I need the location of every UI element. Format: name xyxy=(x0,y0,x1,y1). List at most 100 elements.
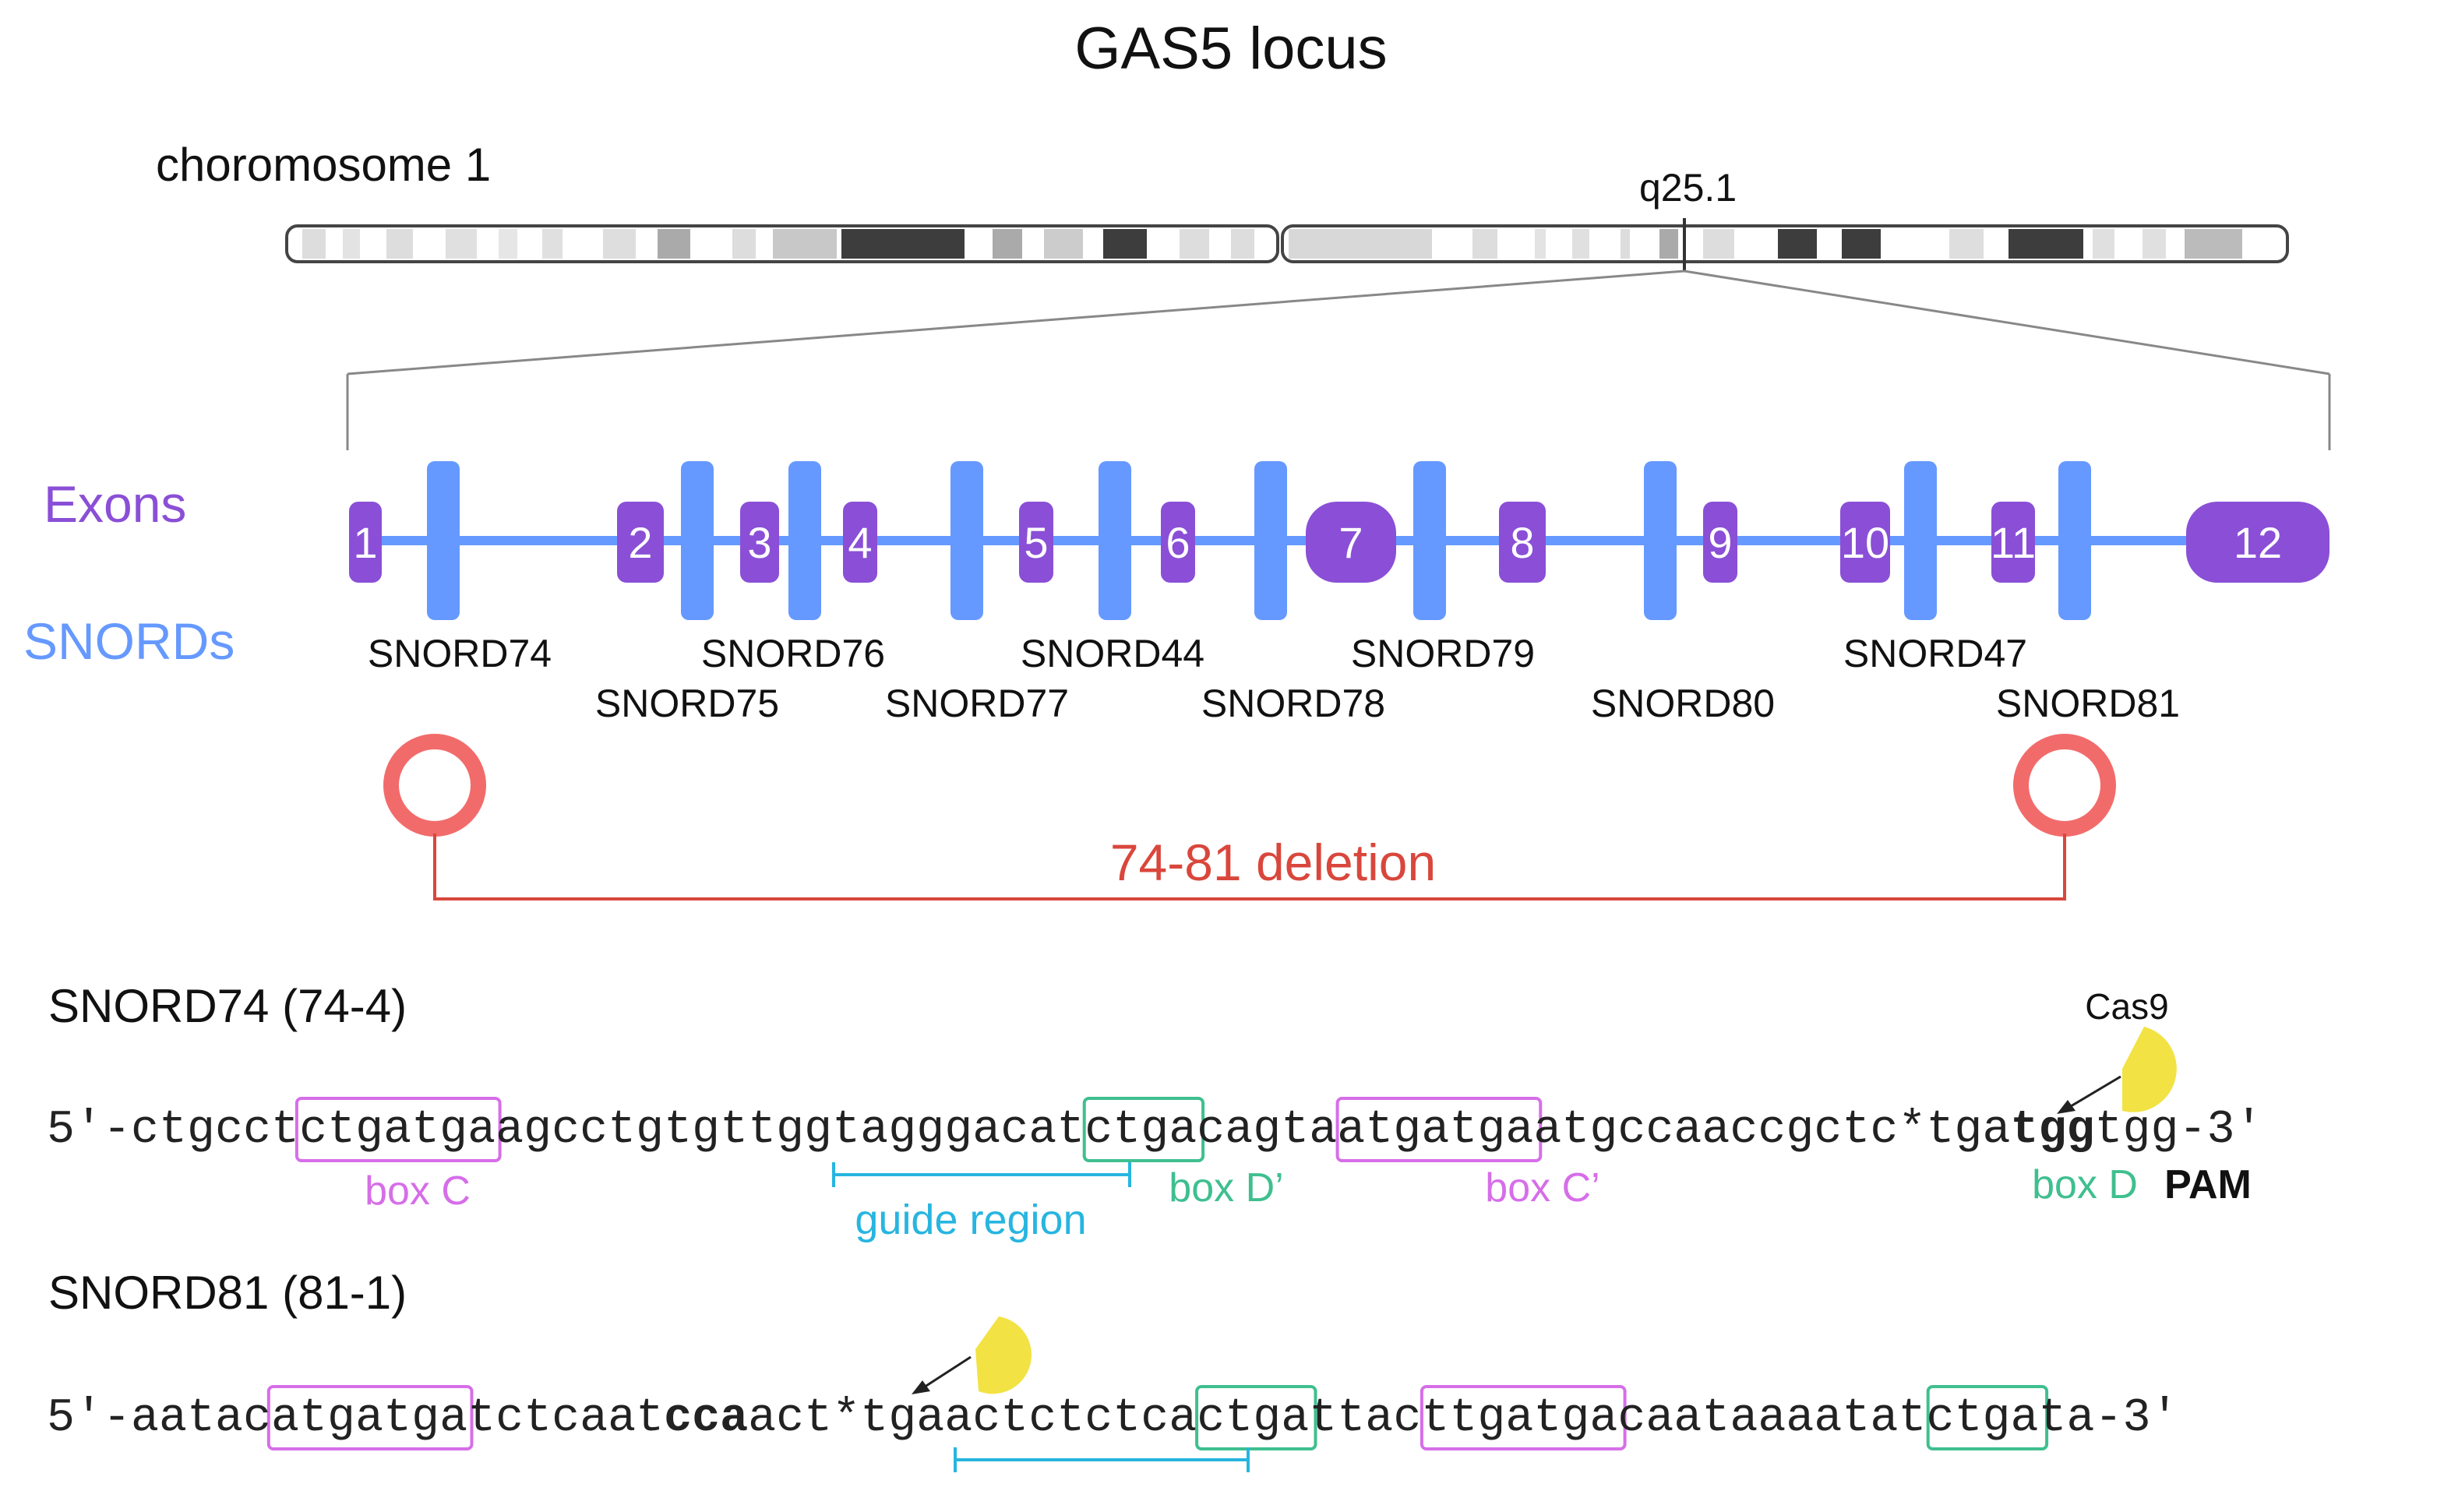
exon-number-9: 9 xyxy=(1708,518,1732,567)
snord-bar-snord81 xyxy=(2058,461,2091,620)
sequence-segment: ttac xyxy=(1309,1392,1421,1445)
sequence-segment: 5'-ctgcct xyxy=(47,1104,299,1157)
sequence-segment: cca xyxy=(664,1392,748,1445)
snord-label-snord76: SNORD76 xyxy=(701,632,885,675)
exon-9 xyxy=(1703,502,1737,583)
chromosome-q-arm xyxy=(1281,224,2289,263)
snord-label-snord80: SNORD80 xyxy=(1591,682,1775,725)
pam-label: PAM xyxy=(2164,1162,2252,1207)
snord-label-snord75: SNORD75 xyxy=(595,682,779,725)
box-d-label: box D xyxy=(2032,1162,2138,1207)
snord-label-snord77: SNORD77 xyxy=(885,682,1069,725)
exon-8 xyxy=(1499,502,1546,583)
exon-number-8: 8 xyxy=(1510,518,1534,567)
snord-bar-snord47 xyxy=(1904,461,1937,620)
motif-box-c xyxy=(1335,1097,1543,1162)
exon-number-12: 12 xyxy=(2234,518,2282,567)
sequence-snord81: SNORD81 (81-1) 5'-aatacatgatgatctcaatcca… xyxy=(47,1267,2179,1472)
snord-label-snord78: SNORD78 xyxy=(1201,682,1385,725)
sequence-segment: 5'-aatac xyxy=(47,1392,271,1445)
snord-bar-snord78 xyxy=(1254,461,1287,620)
exon-5 xyxy=(1019,502,1053,583)
chromosome-p-arm xyxy=(285,224,1279,263)
motif-box-d xyxy=(1082,1097,1205,1162)
motif-box-d xyxy=(1195,1385,1317,1450)
exon-3 xyxy=(740,502,779,583)
sequence-snord74: SNORD74 (74-4) 5'-ctgcctctgatgaagcctgtgt… xyxy=(47,980,2263,1243)
exon-6 xyxy=(1161,502,1195,583)
sequence-segment: ctga xyxy=(1084,1104,1197,1157)
snord-bar-snord74 xyxy=(427,461,460,620)
exon-number-3: 3 xyxy=(747,518,771,567)
deletion-label: 74-81 deletion xyxy=(1110,834,1436,891)
snord-bar-snord77 xyxy=(950,461,983,620)
exon-7 xyxy=(1306,502,1396,583)
sequence-segment: atgccaaccgctc*tga xyxy=(1533,1104,2010,1157)
cas9-label: Cas9 xyxy=(2085,986,2168,1027)
motif-box-c xyxy=(1420,1385,1627,1450)
sequence-text-snord81: 5'-aatacatgatgatctcaatccaact*tgaactctctc… xyxy=(47,1392,2179,1445)
sequence-segment: tgg xyxy=(2010,1104,2094,1157)
box-c-prime-label: box C’ xyxy=(1485,1165,1599,1211)
sequence-segment: agcctgtgttggtagggacat xyxy=(496,1104,1084,1157)
sequence-segment: tgg-3' xyxy=(2094,1104,2262,1157)
sequence-segment: atgatga xyxy=(271,1392,467,1445)
cas9-pacman-icon-2 xyxy=(975,1316,1032,1394)
motif-box-d xyxy=(1926,1385,2049,1450)
motif-box-c xyxy=(294,1097,502,1162)
exon-number-7: 7 xyxy=(1338,518,1363,567)
sequence-segment: act*tgaactctctca xyxy=(748,1392,1197,1445)
exon-4 xyxy=(843,502,877,583)
sequence-segment: atgatga xyxy=(1337,1104,1533,1157)
snord-bar-snord80 xyxy=(1644,461,1677,620)
motif-box-c xyxy=(266,1385,474,1450)
exon-12 xyxy=(2186,502,2329,583)
snord-label-snord47: SNORD47 xyxy=(1843,632,2027,675)
zoom-line-left xyxy=(347,270,1685,375)
snord-label-snord81: SNORD81 xyxy=(1996,682,2180,725)
box-c-label: box C xyxy=(365,1168,471,1214)
exon-10 xyxy=(1840,502,1890,583)
snord-bar-snord44 xyxy=(1099,461,1131,620)
exon-number-6: 6 xyxy=(1166,518,1190,567)
exon-11 xyxy=(1991,502,2035,583)
cas9-pacman-icon xyxy=(2122,1027,2177,1112)
snord-bar-snord79 xyxy=(1413,461,1446,620)
exon-number-10: 10 xyxy=(1841,518,1889,567)
deletion-annotation: 74-81 deletion xyxy=(383,734,2116,901)
exon-number-5: 5 xyxy=(1024,518,1048,567)
sequence-segment: ctga xyxy=(1197,1392,1309,1445)
deletion-bracket xyxy=(433,834,2066,901)
sequence-segment: cagta xyxy=(1197,1104,1337,1157)
exon-number-4: 4 xyxy=(848,518,872,567)
cut-site-arrow xyxy=(2062,1075,2121,1112)
guide-region-label: guide region xyxy=(855,1197,1086,1243)
chromosome-ideogram: choromosome 1 q25.1 xyxy=(156,139,2331,450)
sequence-segment: caataaaatat xyxy=(1617,1392,1926,1445)
snord-bar-snord75 xyxy=(681,461,714,620)
exon-number-2: 2 xyxy=(628,518,652,567)
guide-region-bracket xyxy=(832,1162,1131,1187)
sequence-segment: ta-3' xyxy=(2038,1392,2178,1445)
exon-number-11: 11 xyxy=(1991,518,2036,567)
zoom-line-right xyxy=(1684,270,2330,375)
sequence-segment: ctgatga xyxy=(299,1104,496,1157)
band-label: q25.1 xyxy=(1639,166,1737,210)
box-d-prime-label: box D’ xyxy=(1169,1165,1283,1211)
snord-label-snord79: SNORD79 xyxy=(1351,632,1535,675)
snord-label-snord44: SNORD44 xyxy=(1021,632,1204,675)
snord-label-snord74: SNORD74 xyxy=(368,632,552,675)
sequence-title-snord81: SNORD81 (81-1) xyxy=(48,1267,407,1319)
snord-bar-snord76 xyxy=(788,461,821,620)
chromosome-label: choromosome 1 xyxy=(156,139,491,191)
exon-1 xyxy=(349,502,382,583)
sequence-text-snord74: 5'-ctgcctctgatgaagcctgtgttggtagggacatctg… xyxy=(47,1104,2263,1157)
sequence-title-snord74: SNORD74 (74-4) xyxy=(48,980,407,1032)
guide-region-bracket-2 xyxy=(954,1447,1250,1472)
exon-number-1: 1 xyxy=(353,518,377,567)
diagram-title: GAS5 locus xyxy=(1074,16,1387,82)
cut-site-arrow-2 xyxy=(917,1355,972,1393)
exons-track-label: Exons xyxy=(44,475,186,533)
